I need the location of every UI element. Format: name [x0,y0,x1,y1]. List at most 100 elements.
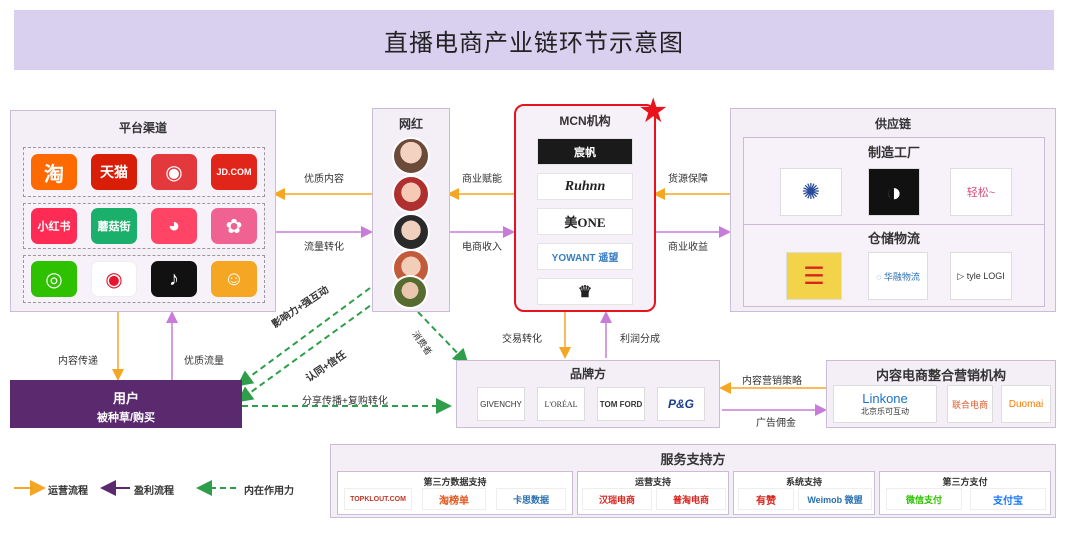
brand-title: 品牌方 [569,367,606,381]
star-icon: ★ [638,92,669,130]
kasi-logo[interactable]: 卡思数据 [496,488,566,510]
service-group-title: 系统支持 [785,477,822,487]
wanghong-title: 网红 [398,117,423,131]
douyin-logo[interactable]: ♪ [151,261,197,297]
user-title: 用户 [112,391,139,406]
flow-label-transaction: 交易转化 [502,334,542,345]
flow-label-ecommerce-income: 电商收入 [462,242,502,253]
legend-operation-label: 运营流程 [48,486,88,497]
yowant-logo[interactable]: YOWANT 遥望 [537,243,633,270]
service-group-title: 第三方数据支持 [423,477,487,487]
influencer-avatar[interactable] [392,213,430,251]
service-panel: 服务支持方 第三方数据支持 TOPKLOUT.COM 淘榜单 卡思数据 运营支持… [330,444,1056,518]
ruhnn-logo[interactable]: Ruhnn [537,173,633,200]
flow-label-content-spread: 内容传递 [58,356,98,367]
legend-profit-label: 盈利流程 [134,486,174,497]
flow-label-supply-guarantee: 货源保障 [668,174,708,185]
partner-logo[interactable]: 联合电商 [947,385,993,423]
hanrui-logo[interactable]: 汉瑞电商 [582,488,652,510]
linkone-text: Linkone [862,391,908,406]
factory-logo[interactable]: ✺ [780,168,842,216]
platform-row-social: ◎ ◉ ♪ ☺ [23,255,265,303]
meione-logo[interactable]: 美ONE [537,208,633,235]
kaola-logo[interactable]: ◉ [151,154,197,190]
flow-label-traffic-conversion: 流量转化 [304,242,344,253]
linkone-logo[interactable]: Linkone 北京乐可互动 [833,385,937,423]
pinduoduo-logo[interactable]: ◕ [151,208,197,244]
flow-label-quality-content: 优质内容 [304,174,344,185]
mcn-title: MCN机构 [559,114,611,128]
topklout-logo[interactable]: TOPKLOUT.COM [344,488,412,510]
weibo-logo[interactable]: ◉ [91,261,137,297]
flow-label-profit-split: 利润分成 [620,334,660,345]
service-group-payment: 第三方支付 微信支付 支付宝 [879,471,1051,515]
warehouse-title: 仓储物流 [867,231,920,246]
supply-inner: 制造工厂 ✺ ◑ 轻松~ 仓储物流 ☰ ◌ 华融物流 ▷ tyle LOGI [743,137,1045,307]
xiaohongshu-logo[interactable]: 小红书 [31,208,77,244]
supply-divider [744,224,1044,225]
page-title: 直播电商产业链环节示意图 [384,29,684,57]
supply-title: 供应链 [874,117,911,131]
flow-label-ad-commission: 广告佣金 [756,418,796,429]
wanghong-panel: 网红 [372,108,450,312]
youzan-logo[interactable]: 有赞 [738,488,794,510]
influencer-avatar[interactable] [392,175,430,213]
flow-label-quality-traffic: 优质流量 [184,356,224,367]
alipay-logo[interactable]: 支付宝 [970,488,1046,510]
platform-panel: 平台渠道 淘 天猫 ◉ JD.COM 小红书 蘑菇街 ◕ ✿ ◎ ◉ ♪ ☺ [10,110,276,312]
duomai-logo[interactable]: Duomai [1001,385,1051,423]
flow-label-content-marketing: 内容营销策略 [742,376,802,387]
chenfan-logo[interactable]: 宸帆 [537,138,633,165]
integrator-panel: 内容电商整合营销机构 Linkone 北京乐可互动 联合电商 Duomai [826,360,1056,428]
givenchy-logo[interactable]: GIVENCHY [477,387,525,421]
service-title: 服务支持方 [660,452,726,467]
legend-inner-label: 内在作用力 [244,486,294,497]
mcn-panel: MCN机构 宸帆 Ruhnn 美ONE YOWANT 遥望 ♛ [514,104,656,312]
warehouse-logo[interactable]: ◌ 华融物流 [868,252,928,300]
crown-logo[interactable]: ♛ [537,278,633,305]
putao-logo[interactable]: 普淘电商 [656,488,726,510]
influencer-avatar[interactable] [392,137,430,175]
flow-label-commercial-empower: 商业赋能 [462,174,502,185]
linkone-subtitle: 北京乐可互动 [861,407,909,416]
flower-app-logo[interactable]: ✿ [211,208,257,244]
jd-logo[interactable]: JD.COM [211,154,257,190]
loreal-logo[interactable]: L'ORÉAL [537,387,585,421]
service-group-operation: 运营支持 汉瑞电商 普淘电商 [577,471,729,515]
flow-label-share-repurchase: 分享传播+复购转化 [302,396,388,407]
kuaishou-logo[interactable]: ☺ [211,261,257,297]
flow-label-commercial-revenue: 商业收益 [668,242,708,253]
factory-logo[interactable]: ◑ [868,168,920,216]
user-subtitle: 被种草/购买 [96,412,156,424]
arrow-trust [236,299,379,403]
wechat-pay-logo[interactable]: 微信支付 [886,488,962,510]
wechat-logo[interactable]: ◎ [31,261,77,297]
supply-panel: 供应链 制造工厂 ✺ ◑ 轻松~ 仓储物流 ☰ ◌ 华融物流 ▷ tyle LO… [730,108,1056,312]
warehouse-logo[interactable]: ☰ [786,252,842,300]
integrator-title: 内容电商整合营销机构 [875,368,1006,383]
taobao-logo[interactable]: 淘 [31,154,77,190]
service-group-data: 第三方数据支持 TOPKLOUT.COM 淘榜单 卡思数据 [337,471,573,515]
arrow-grass [417,311,469,365]
pg-logo[interactable]: P&G [657,387,705,421]
arrow-influence [236,287,371,387]
influencer-avatar[interactable] [392,275,428,309]
warehouse-logo[interactable]: ▷ tyle LOGI [950,252,1012,300]
platform-row-ecommerce: 淘 天猫 ◉ JD.COM [23,147,265,197]
user-box: 用户 被种草/购买 [10,380,242,428]
service-group-title: 第三方支付 [942,477,988,487]
factory-title: 制造工厂 [867,145,920,160]
title-bar: 直播电商产业链环节示意图 [14,10,1054,70]
brand-panel: 品牌方 GIVENCHY L'ORÉAL TOM FORD P&G [456,360,720,428]
mogujie-logo[interactable]: 蘑菇街 [91,208,137,244]
service-group-title: 运营支持 [634,477,671,487]
taobangdan-logo[interactable]: 淘榜单 [422,488,486,510]
tomford-logo[interactable]: TOM FORD [597,387,645,421]
factory-logo[interactable]: 轻松~ [950,168,1012,216]
platform-title: 平台渠道 [118,121,167,135]
platform-row-social-commerce: 小红书 蘑菇街 ◕ ✿ [23,203,265,249]
tmall-logo[interactable]: 天猫 [91,154,137,190]
service-group-system: 系统支持 有赞 Weimob 微盟 [733,471,875,515]
weimob-logo[interactable]: Weimob 微盟 [798,488,872,510]
